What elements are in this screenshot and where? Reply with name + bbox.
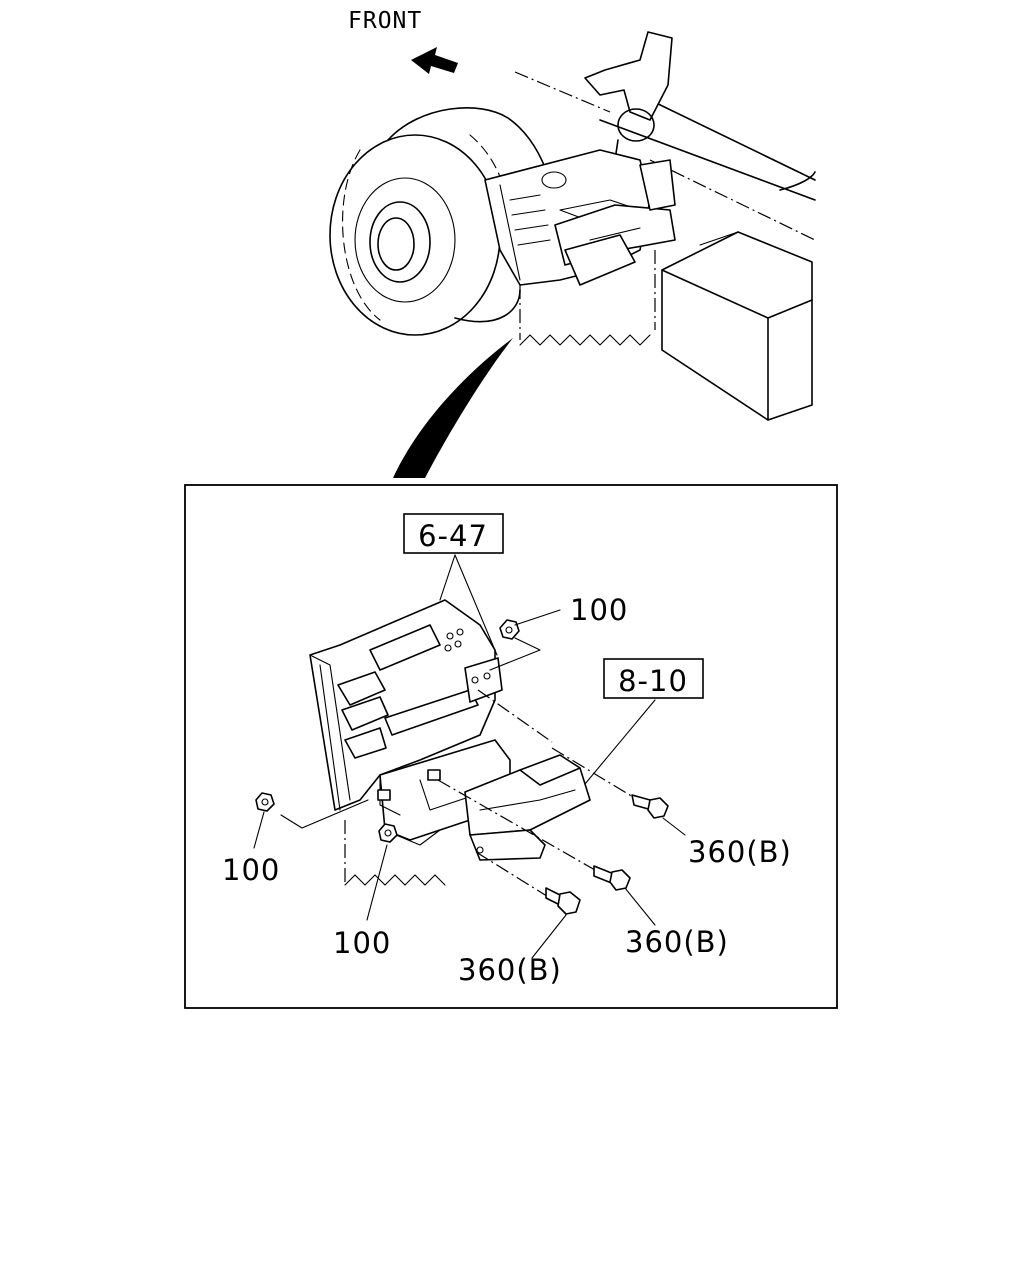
bolt-icon (631, 794, 669, 819)
broken-edge (519, 250, 656, 346)
detail-callout-pointer (393, 338, 513, 478)
part-leaders (253, 609, 686, 959)
part-label-nut-bottom: 100 (333, 926, 391, 960)
part-label-bolt-bottom: 360(B) (458, 953, 562, 987)
nut-icon (499, 619, 520, 640)
part-label-nut-left: 100 (222, 853, 280, 887)
control-unit (464, 754, 591, 861)
ref-label-8-10: 8-10 (618, 664, 688, 698)
broken-edge-lower (344, 820, 446, 886)
ref-leaders-6-47 (439, 554, 656, 791)
nut-icon (255, 792, 275, 812)
frame-rail (514, 71, 816, 241)
front-label: FRONT (348, 8, 422, 34)
part-label-bolt-right: 360(B) (688, 835, 792, 869)
overview-illustration: FRONT (329, 8, 816, 478)
nut-icon (378, 823, 398, 843)
left-arrow-icon (411, 47, 458, 74)
bolt-icon (545, 887, 581, 915)
detail-view: 6-47 8-10 (184, 484, 838, 1009)
battery-box (661, 231, 813, 421)
ref-box-6-47 (403, 513, 504, 554)
assembly-lines (280, 637, 639, 899)
ref-box-8-10 (603, 658, 704, 699)
ref-label-6-47: 6-47 (418, 519, 488, 553)
frame-hanger-bracket (584, 31, 673, 166)
detail-frame (184, 484, 838, 1009)
part-label-nut-top: 100 (570, 593, 628, 627)
bolt-icon (593, 865, 631, 891)
part-label-bolt-center: 360(B) (625, 925, 729, 959)
overview-control-unit (554, 159, 676, 286)
